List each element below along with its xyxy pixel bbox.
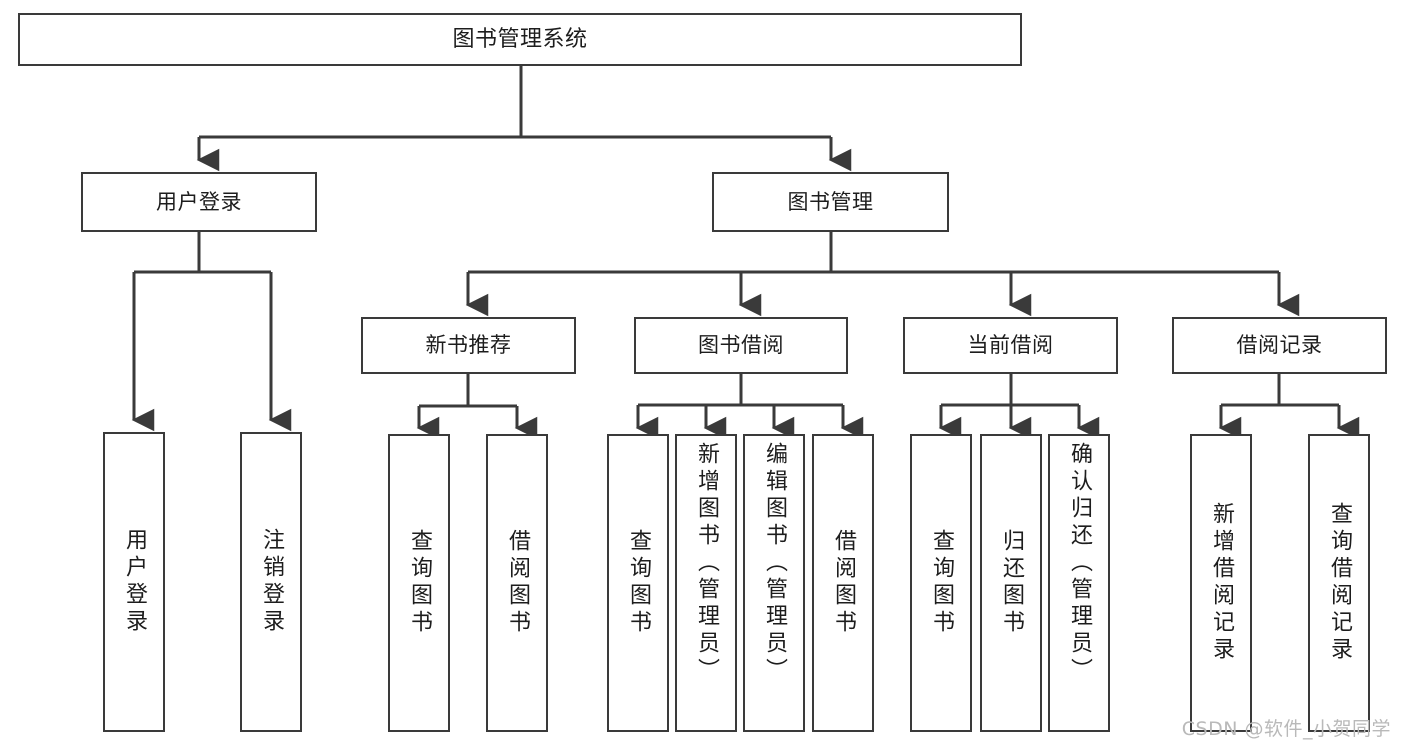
node-leaf-user-logout-label: 注销登录 bbox=[259, 528, 284, 636]
node-leaf-add-book[interactable]: 新增图书（管理员） bbox=[675, 434, 737, 732]
node-leaf-add-record-label: 新增借阅记录 bbox=[1209, 502, 1234, 664]
node-leaf-borrow-book-1[interactable]: 借阅图书 bbox=[486, 434, 548, 732]
node-borrow-record-label: 借阅记录 bbox=[1236, 333, 1323, 358]
node-user-login-label: 用户登录 bbox=[156, 189, 242, 214]
node-leaf-query-record-label: 查询借阅记录 bbox=[1327, 502, 1352, 664]
node-root-system-label: 图书管理系统 bbox=[452, 26, 588, 52]
node-leaf-confirm-return-label: 确认归还（管理员） bbox=[1067, 442, 1092, 685]
node-leaf-query-book-3[interactable]: 查询图书 bbox=[910, 434, 972, 732]
node-book-management-label: 图书管理 bbox=[787, 189, 874, 214]
watermark-text: CSDN @软件_小贺同学 bbox=[1181, 718, 1391, 740]
node-leaf-user-login-label: 用户登录 bbox=[122, 528, 147, 636]
node-root-system[interactable]: 图书管理系统 bbox=[18, 13, 1022, 66]
node-leaf-query-book-2[interactable]: 查询图书 bbox=[607, 434, 669, 732]
node-current-borrow[interactable]: 当前借阅 bbox=[903, 317, 1118, 374]
node-book-borrow-label: 图书借阅 bbox=[698, 333, 784, 358]
node-leaf-query-book-1-label: 查询图书 bbox=[407, 529, 432, 637]
node-leaf-query-record[interactable]: 查询借阅记录 bbox=[1308, 434, 1370, 732]
node-new-book-recommend-label: 新书推荐 bbox=[425, 333, 512, 358]
node-leaf-query-book-2-label: 查询图书 bbox=[626, 529, 651, 637]
node-book-borrow[interactable]: 图书借阅 bbox=[634, 317, 848, 374]
node-leaf-borrow-book-1-label: 借阅图书 bbox=[505, 529, 530, 637]
node-new-book-recommend[interactable]: 新书推荐 bbox=[361, 317, 576, 374]
node-user-login[interactable]: 用户登录 bbox=[81, 172, 317, 232]
node-leaf-edit-book[interactable]: 编辑图书（管理员） bbox=[743, 434, 805, 732]
node-leaf-return-book[interactable]: 归还图书 bbox=[980, 434, 1042, 732]
node-leaf-edit-book-label: 编辑图书（管理员） bbox=[762, 442, 787, 685]
node-book-management[interactable]: 图书管理 bbox=[712, 172, 949, 232]
node-leaf-query-book-3-label: 查询图书 bbox=[929, 529, 954, 637]
node-borrow-record[interactable]: 借阅记录 bbox=[1172, 317, 1387, 374]
node-leaf-query-book-1[interactable]: 查询图书 bbox=[388, 434, 450, 732]
node-leaf-confirm-return[interactable]: 确认归还（管理员） bbox=[1048, 434, 1110, 732]
node-leaf-return-book-label: 归还图书 bbox=[999, 529, 1024, 637]
node-leaf-borrow-book-2[interactable]: 借阅图书 bbox=[812, 434, 874, 732]
node-leaf-add-book-label: 新增图书（管理员） bbox=[694, 442, 719, 685]
node-leaf-user-logout[interactable]: 注销登录 bbox=[240, 432, 302, 732]
node-current-borrow-label: 当前借阅 bbox=[967, 333, 1054, 358]
node-leaf-user-login[interactable]: 用户登录 bbox=[103, 432, 165, 732]
node-leaf-add-record[interactable]: 新增借阅记录 bbox=[1190, 434, 1252, 732]
node-leaf-borrow-book-2-label: 借阅图书 bbox=[831, 529, 856, 637]
